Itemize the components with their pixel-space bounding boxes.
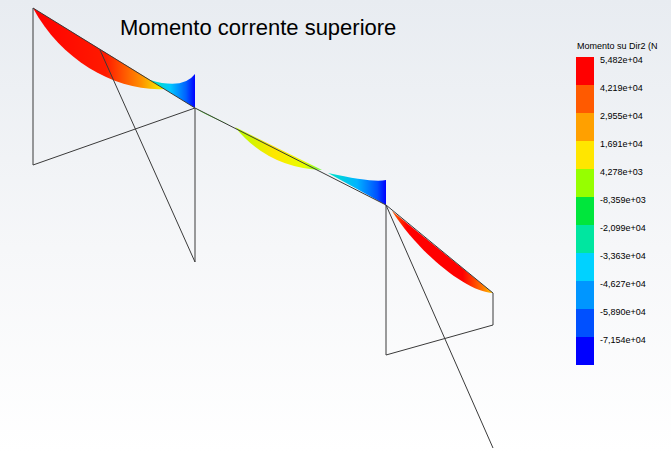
colorbar-band: [576, 225, 594, 253]
colorbar-value: 5,482e+04: [600, 55, 643, 66]
colorbar-value: 1,691e+04: [600, 139, 643, 150]
colorbar-band: [576, 85, 594, 113]
colorbar-band: [576, 309, 594, 337]
colorbar-band: [576, 197, 594, 225]
colorbar-value: 4,219e+04: [600, 83, 643, 94]
colorbar-band: [576, 337, 594, 365]
colorbar-value: -3,363e+04: [600, 251, 646, 262]
moment-fill: [150, 74, 195, 108]
chart-title: Momento corrente superiore: [120, 15, 396, 41]
colorbar-band: [576, 253, 594, 281]
colorbar-band: [576, 57, 594, 85]
colorbar-band: [576, 169, 594, 197]
colorbar-value: -8,359e+03: [600, 195, 646, 206]
colorbar-value: -7,154e+04: [600, 335, 646, 346]
colorbar-value: 2,955e+04: [600, 111, 643, 122]
colorbar-header: Momento su Dir2 (N: [577, 41, 658, 51]
colorbar-band: [576, 141, 594, 169]
colorbar-band: [576, 281, 594, 309]
truss-members: [33, 8, 493, 448]
colorbar-band: [576, 113, 594, 141]
colorbar-value: 4,278e+03: [600, 167, 643, 178]
colorbar-value: -4,627e+04: [600, 279, 646, 290]
moment-fill: [235, 127, 322, 170]
colorbar-value: -5,890e+04: [600, 307, 646, 318]
colorbar-value: -2,099e+04: [600, 223, 646, 234]
